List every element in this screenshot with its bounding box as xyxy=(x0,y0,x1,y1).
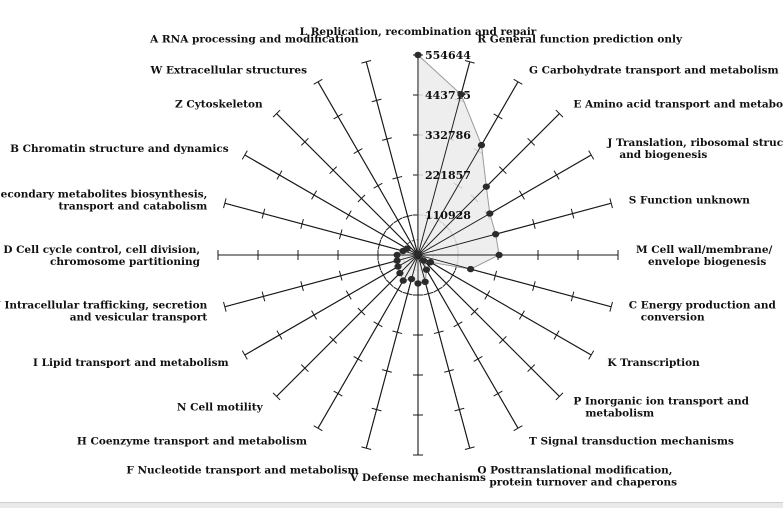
data-points-group xyxy=(393,51,503,287)
data-point-u xyxy=(393,257,401,264)
spoke-overlay-n xyxy=(276,254,419,397)
spoke-overlay-g xyxy=(417,81,519,256)
category-label-r: R General function prediction only xyxy=(477,33,683,45)
data-point-v xyxy=(414,280,422,287)
category-label-q: Q Secondary metabolites biosynthesis,tra… xyxy=(0,189,207,213)
tick-mark-e-5 xyxy=(555,109,564,118)
spoke-overlay-k xyxy=(417,254,592,356)
spoke-overlay-w xyxy=(317,81,419,256)
data-point-e xyxy=(482,183,490,190)
tick-label-1: 110928 xyxy=(425,209,471,222)
category-label-s: S Function unknown xyxy=(629,195,751,207)
spoke-overlay-s xyxy=(417,202,612,256)
category-label-v: V Defense mechanisms xyxy=(349,472,486,484)
spoke-overlay-i xyxy=(244,254,419,356)
tick-mark-o-5 xyxy=(464,446,475,450)
data-point-p xyxy=(420,257,428,264)
category-label-m: M Cell wall/membrane/envelope biogenesis xyxy=(636,244,772,268)
category-label-h: H Coenzyme transport and metabolism xyxy=(77,435,307,447)
data-point-s xyxy=(492,230,500,238)
spoke-overlay-z xyxy=(276,113,419,256)
data-point-n xyxy=(396,269,404,277)
data-point-k xyxy=(426,259,435,266)
category-label-o: O Posttranslational modification,protein… xyxy=(477,465,677,489)
data-point-t xyxy=(422,266,431,273)
data-point-l xyxy=(414,51,422,59)
category-label-n: N Cell motility xyxy=(177,401,264,413)
tick-label-3: 332786 xyxy=(425,129,471,142)
category-label-a: A RNA processing and modification xyxy=(149,33,359,45)
category-label-d: D Cell cycle control, cell division,chro… xyxy=(3,244,200,268)
tick-label-5: 554644 xyxy=(425,49,471,62)
category-label-k: K Transcription xyxy=(607,357,700,369)
data-point-a xyxy=(414,250,422,258)
data-point-h xyxy=(399,277,407,284)
category-label-g: G Carbohydrate transport and metabolism xyxy=(529,65,779,77)
category-label-e: E Amino acid transport and metabolism xyxy=(573,99,783,111)
data-point-c xyxy=(466,265,475,273)
figure-caption-strip xyxy=(0,502,783,508)
data-point-b xyxy=(403,245,411,252)
data-point-r xyxy=(457,91,465,98)
category-label-i: I Lipid transport and metabolism xyxy=(33,357,229,369)
tick-mark-p-5 xyxy=(555,392,564,401)
spoke-overlay-j xyxy=(417,154,592,256)
tick-label-2: 221857 xyxy=(425,169,471,182)
spoke-overlay-o xyxy=(417,254,471,449)
category-label-t: T Signal transduction mechanisms xyxy=(529,435,734,447)
category-labels-group: L Replication, recombination and repairR… xyxy=(0,26,783,489)
spoke-overlay-c xyxy=(417,254,612,308)
data-point-i xyxy=(394,263,402,270)
data-point-d xyxy=(393,251,401,259)
spoke-overlay-p xyxy=(417,254,560,397)
spoke-overlay-t xyxy=(417,254,519,429)
data-point-m xyxy=(495,251,503,259)
data-point-o xyxy=(421,278,429,286)
data-point-g xyxy=(477,141,486,149)
spoke-overlay-u xyxy=(224,254,419,308)
spoke-overlay-b xyxy=(244,154,419,256)
spoke-overlay-h xyxy=(317,254,419,429)
category-label-z: Z Cytoskeleton xyxy=(175,99,263,111)
category-label-f: F Nucleotide transport and metabolism xyxy=(126,465,358,477)
data-point-f xyxy=(407,275,416,283)
category-label-w: W Extracellular structures xyxy=(150,65,308,77)
tick-mark-f-5 xyxy=(361,446,372,450)
spoke-overlay-f xyxy=(365,254,419,449)
data-point-j xyxy=(486,210,494,217)
spoke-overlay-a xyxy=(365,61,419,256)
category-label-l: L Replication, recombination and repair xyxy=(300,26,537,38)
category-label-b: B Chromatin structure and dynamics xyxy=(10,143,229,155)
spoke-overlay-q xyxy=(224,202,419,256)
